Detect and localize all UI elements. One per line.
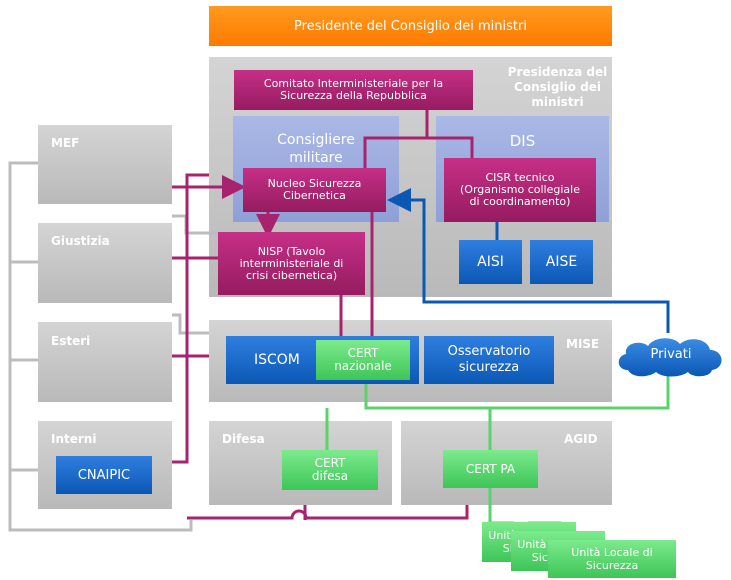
agid-label: AGID [564,432,598,446]
dis-label: DIS [509,132,536,150]
aise-box: AISE [530,240,593,284]
cert-pa-box: CERT PA [443,450,538,488]
cert-difesa-box: CERT difesa [282,450,378,490]
mef-label: MEF [51,136,80,150]
cisr-box: CISR tecnico (Organismo collegiale di co… [444,158,596,222]
privati-cloud: Privati [614,334,728,378]
nisp-box: NISP (Tavolo interministeriale di crisi … [218,232,365,295]
cloud-icon [618,338,722,377]
iscom-label: ISCOM [254,352,300,368]
nucleo-box: Nucleo Sicurezza Cibernetica [243,168,386,212]
giustizia-box [38,223,172,303]
giustizia-label: Giustizia [51,234,110,248]
aisi-box: AISI [459,240,522,284]
cnaipic-box: CNAIPIC [56,456,152,494]
comitato-box: Comitato Interministeriale per la Sicure… [234,70,473,110]
consigliere-label: Consigliere militare [277,132,355,166]
osservatorio-box: Osservatorio sicurezza [424,336,554,384]
difesa-label: Difesa [222,432,265,446]
privati-label: Privati [650,347,692,362]
presidente-bar: Presidente del Consiglio dei ministri [209,6,612,46]
mef-box [38,125,172,204]
esteri-label: Esteri [51,334,91,348]
mise-label: MISE [566,337,600,351]
esteri-box [38,322,172,402]
interni-label: Interni [51,432,97,446]
cert-nazionale-box: CERT nazionale [316,340,410,380]
presidenza-label: Presidenza del Consiglio dei ministri [507,65,608,109]
unita-locale-box: Unità Locale di Sicurezza [548,540,676,578]
